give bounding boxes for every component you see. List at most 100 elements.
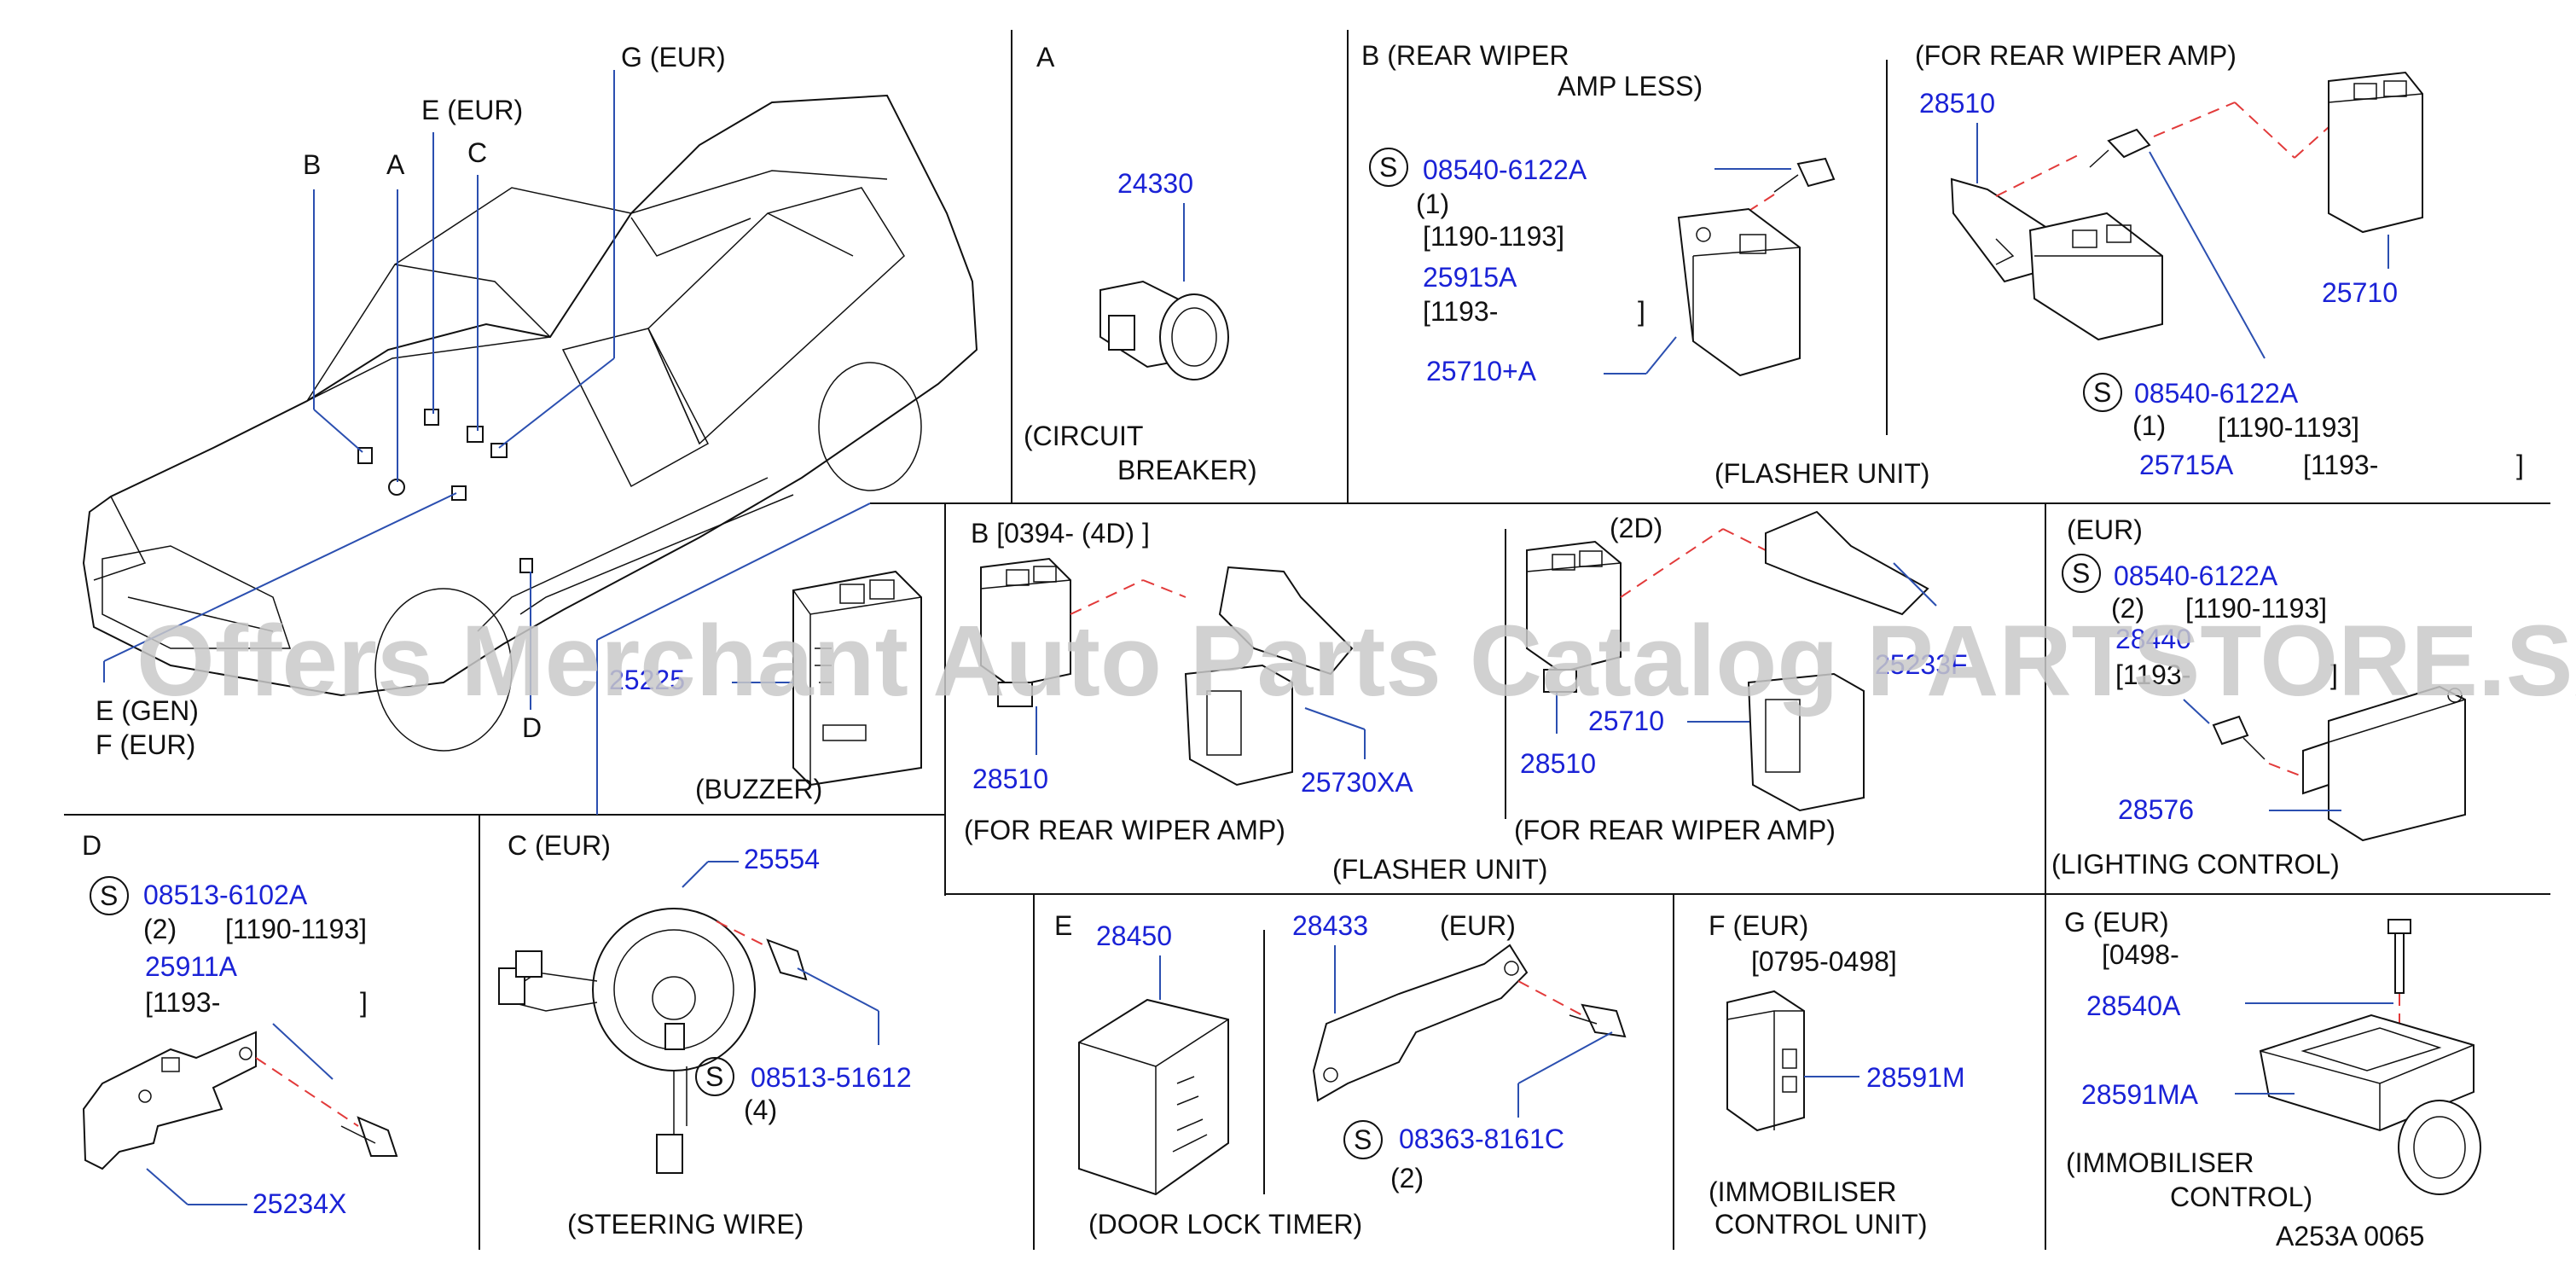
part-number-lighting-alt[interactable]: 28440 xyxy=(2115,624,2191,654)
section-b-title-1: B (REAR WIPER xyxy=(1361,40,1569,71)
caption-for-rear-wiper-amp-left: (FOR REAR WIPER AMP) xyxy=(964,815,1285,845)
qty-amp-top: (1) xyxy=(2132,410,2166,441)
part-number-screw-e[interactable]: 08363-8161C xyxy=(1399,1124,1564,1154)
qty-b: (1) xyxy=(1416,189,1449,219)
section-a-letter: A xyxy=(1036,42,1055,73)
screw-symbol-icon xyxy=(2083,373,2122,412)
part-number-immobiliser-control[interactable]: 28591MA xyxy=(2081,1079,2199,1110)
range-b-1: [1190-1193] xyxy=(1423,221,1564,252)
callout-c: C xyxy=(467,137,487,168)
range-b-2: [1193- xyxy=(1423,296,1498,327)
screw-symbol-icon xyxy=(90,876,129,915)
qty-e: (2) xyxy=(1390,1163,1424,1193)
part-number-screw-amp-top[interactable]: 08540-6122A xyxy=(2134,378,2299,409)
caption-for-rear-wiper-amp-right: (FOR REAR WIPER AMP) xyxy=(1514,815,1836,845)
caption-immobiliser-control-2: CONTROL) xyxy=(2170,1182,2312,1212)
section-e-door-lock-timer: E 28450 28433 (EUR) S 08363-8161C (2) (D… xyxy=(1054,910,1627,1240)
caption-immobiliser-control-1: (IMMOBILISER xyxy=(2066,1147,2254,1178)
screw-symbol-c: S xyxy=(705,1061,723,1092)
screw-symbol-e: S xyxy=(1354,1124,1372,1155)
section-f-title: F (EUR) xyxy=(1709,910,1808,941)
range-amp-top-2-end: ] xyxy=(2516,450,2524,480)
caption-immobiliser-unit-2: CONTROL UNIT) xyxy=(1714,1209,1927,1240)
section-g-immobiliser-control: G (EUR) [0498- 28540A 28591MA (IMMOBILIS… xyxy=(2064,907,2481,1251)
panel-borders xyxy=(64,30,2550,1250)
section-e-letter: E xyxy=(1054,910,1072,941)
section-f-immobiliser-unit: F (EUR) [0795-0498] 28591M (IMMOBILISER … xyxy=(1709,910,1965,1240)
caption-circuit-breaker-1: (CIRCUIT xyxy=(1024,421,1143,451)
section-d-bracket: D S 08513-6102A (2) [1190-1193] 25911A [… xyxy=(82,830,398,1219)
screw-symbol-d: S xyxy=(100,880,118,911)
part-number-immobiliser-unit[interactable]: 28591M xyxy=(1866,1062,1965,1093)
section-b-mid-flasher: B [0394- (4D) ] 28510 25730XA (FOR REAR … xyxy=(964,510,1968,885)
part-number-bracket-mid[interactable]: 28510 xyxy=(972,764,1048,794)
range-amp-top-2: [1193- xyxy=(2303,450,2378,480)
part-number-bracket-2d-mount[interactable]: 25233F xyxy=(1875,649,1968,680)
title-for-rear-wiper-amp: (FOR REAR WIPER AMP) xyxy=(1915,40,2237,71)
callout-b: B xyxy=(303,149,321,180)
section-a-circuit-breaker: A 24330 (CIRCUIT BREAKER) xyxy=(1024,42,1257,485)
section-for-rear-wiper-amp-top: (FOR REAR WIPER AMP) 28510 25710 S 08540… xyxy=(1915,40,2524,480)
footer-diagram-code: A253A 0065 xyxy=(2276,1221,2424,1251)
section-g-title: G (EUR) xyxy=(2064,907,2169,938)
callout-f-eur: F (EUR) xyxy=(96,729,195,760)
caption-door-lock-timer: (DOOR LOCK TIMER) xyxy=(1088,1209,1362,1240)
range-d-1: [1190-1193] xyxy=(225,914,367,944)
part-number-amp-2d[interactable]: 25710 xyxy=(1588,706,1664,736)
range-d-2: [1193- xyxy=(145,987,220,1018)
part-number-bracket-2d[interactable]: 28510 xyxy=(1520,748,1596,779)
range-d-2-end: ] xyxy=(360,987,368,1018)
callout-e-gen: E (GEN) xyxy=(96,695,199,726)
part-number-screw-d[interactable]: 08513-6102A xyxy=(143,880,308,910)
part-number-screw-b[interactable]: 08540-6122A xyxy=(1423,154,1587,185)
screw-symbol-icon xyxy=(1369,148,1408,187)
caption-lighting-control: (LIGHTING CONTROL) xyxy=(2051,849,2340,880)
screw-symbol-icon xyxy=(2062,554,2101,593)
part-number-d-alt[interactable]: 25911A xyxy=(145,951,238,982)
callout-d: D xyxy=(522,712,542,743)
caption-flasher-unit-top: (FLASHER UNIT) xyxy=(1714,458,1929,489)
qty-d: (2) xyxy=(143,914,177,944)
qty-c: (4) xyxy=(744,1095,777,1125)
callout-e-eur: E (EUR) xyxy=(421,95,523,125)
part-number-buzzer[interactable]: 25225 xyxy=(609,665,685,695)
screw-symbol-lighting: S xyxy=(2072,558,2090,589)
screw-symbol-amp-top: S xyxy=(2093,377,2111,408)
range-lighting-2-end: ] xyxy=(2330,659,2338,690)
part-number-amp-mid[interactable]: 25730XA xyxy=(1301,767,1413,798)
part-number-flasher-b[interactable]: 25710+A xyxy=(1426,356,1537,386)
range-lighting-1: [1190-1193] xyxy=(2185,593,2327,624)
e-eur-tag: (EUR) xyxy=(1440,910,1516,941)
section-d-letter: D xyxy=(82,830,102,861)
caption-circuit-breaker-2: BREAKER) xyxy=(1117,455,1257,485)
part-number-door-lock-bracket[interactable]: 28433 xyxy=(1292,910,1368,941)
part-number-bracket-d[interactable]: 25234X xyxy=(252,1188,346,1219)
section-f-range: [0795-0498] xyxy=(1751,946,1897,977)
section-b-title-2: AMP LESS) xyxy=(1558,71,1703,102)
range-lighting-2: [1193- xyxy=(2115,659,2190,690)
screw-symbol-icon xyxy=(695,1057,734,1096)
section-b-mid-title: B [0394- (4D) ] xyxy=(971,518,1150,549)
part-number-circuit-breaker[interactable]: 24330 xyxy=(1117,168,1193,199)
title-2d: (2D) xyxy=(1610,513,1662,543)
part-number-door-lock-timer[interactable]: 28450 xyxy=(1096,920,1172,951)
part-number-steering-wire[interactable]: 25554 xyxy=(744,844,820,874)
part-number-b-alt[interactable]: 25915A xyxy=(1423,262,1517,293)
qty-lighting: (2) xyxy=(2111,593,2144,624)
section-c-title: C (EUR) xyxy=(508,830,611,861)
vehicle-overview: G (EUR) E (EUR) B A C D E (GEN) F (EUR) … xyxy=(82,42,978,815)
title-lighting-eur: (EUR) xyxy=(2067,514,2143,545)
caption-buzzer: (BUZZER) xyxy=(695,774,822,804)
part-number-bracket-top[interactable]: 28510 xyxy=(1919,88,1995,119)
section-g-range: [0498- xyxy=(2102,939,2179,970)
screw-symbol-icon xyxy=(1343,1120,1383,1159)
part-number-amp-top[interactable]: 25710 xyxy=(2322,277,2398,308)
part-number-immobiliser-bolt[interactable]: 28540A xyxy=(2086,990,2181,1021)
part-number-amp-top-alt[interactable]: 25715A xyxy=(2139,450,2234,480)
part-number-lighting-control[interactable]: 28576 xyxy=(2118,794,2194,825)
part-number-screw-lighting[interactable]: 08540-6122A xyxy=(2114,560,2278,591)
caption-steering-wire: (STEERING WIRE) xyxy=(567,1209,804,1240)
range-amp-top-1: [1190-1193] xyxy=(2218,412,2359,443)
part-number-screw-c[interactable]: 08513-51612 xyxy=(751,1062,912,1093)
